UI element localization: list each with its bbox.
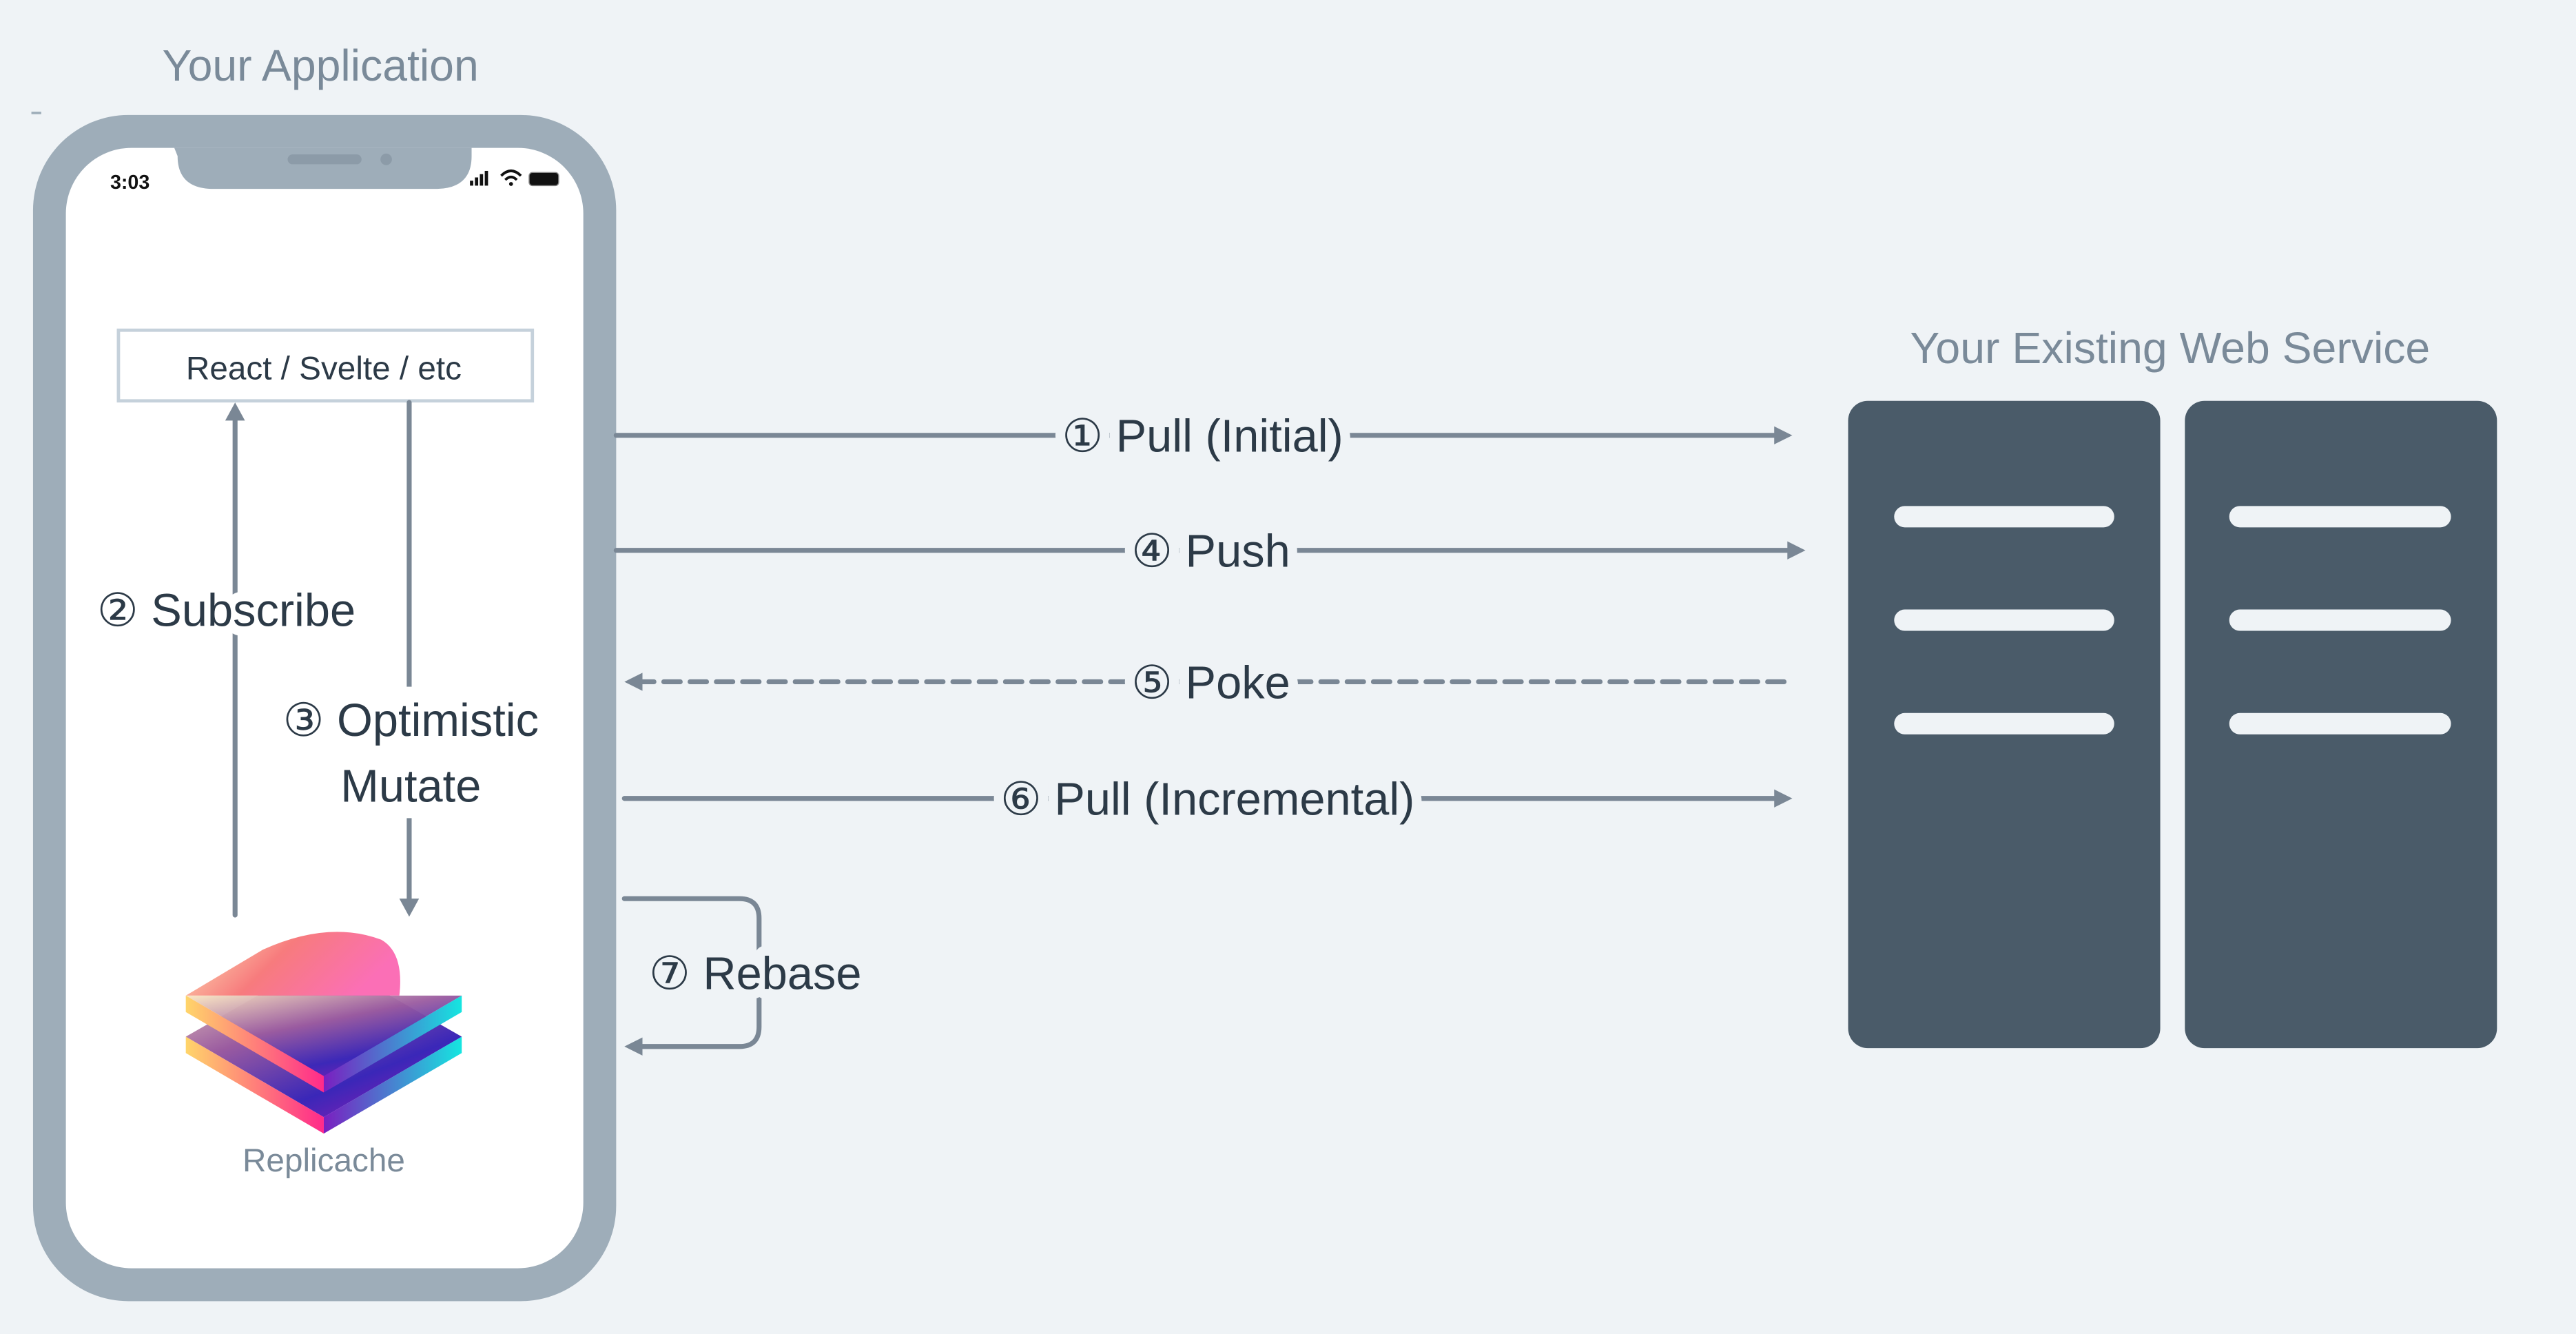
mutate-label-line1: ③ Optimistic	[283, 695, 539, 746]
client-title: Your Application	[163, 41, 479, 90]
framework-box	[116, 328, 535, 403]
replicache-label: Replicache	[243, 1142, 405, 1179]
mutate-label-bg	[271, 686, 554, 819]
flow-rebase: ⑦ Rebase	[621, 896, 872, 1056]
poke-arrowhead	[624, 673, 643, 691]
pull-incremental-arrowhead	[1774, 789, 1793, 808]
push-arrowhead	[1787, 541, 1806, 560]
flow-pull-initial: ① Pull (Initial)	[613, 401, 1793, 472]
status-time: 3:03	[110, 172, 150, 194]
push-label: ④ Push	[1131, 526, 1290, 577]
flow-push: ④ Push	[613, 516, 1806, 587]
server-icon	[1848, 400, 2497, 1049]
wifi-icon	[500, 170, 522, 181]
battery-icon	[528, 172, 559, 187]
camera-icon	[380, 153, 392, 165]
signal-icon	[470, 170, 488, 186]
speaker-icon	[287, 154, 362, 165]
flow-pull-incremental: ⑥ Pull (Incremental)	[621, 764, 1793, 835]
replicache-logo	[185, 932, 462, 1134]
mutate-label-line2: Mutate	[340, 761, 481, 812]
mutate-arrowhead	[399, 899, 420, 917]
corner-dash	[31, 112, 41, 114]
rebase-label: ⑦ Rebase	[649, 948, 861, 999]
pull-initial-label: ① Pull (Initial)	[1062, 411, 1343, 462]
wifi-dot	[508, 182, 513, 186]
pull-initial-arrowhead	[1774, 426, 1793, 444]
framework-label: React / Svelte / etc	[186, 351, 462, 387]
phone: 3:03 React / Svelte / etc ② Subscribe ③ …	[32, 114, 617, 1302]
server-slots	[1894, 506, 2451, 735]
rebase-arrowhead	[624, 1037, 643, 1056]
pull-incremental-label: ⑥ Pull (Incremental)	[1000, 774, 1414, 825]
rebase-loop-line	[621, 896, 762, 1049]
subscribe-arrowhead	[225, 402, 245, 421]
flow-poke: ⑤ Poke	[624, 648, 1793, 719]
poke-label: ⑤ Poke	[1131, 657, 1290, 708]
phone-notch	[174, 147, 472, 189]
subscribe-label: ② Subscribe	[97, 585, 356, 636]
server-title: Your Existing Web Service	[1910, 323, 2430, 373]
